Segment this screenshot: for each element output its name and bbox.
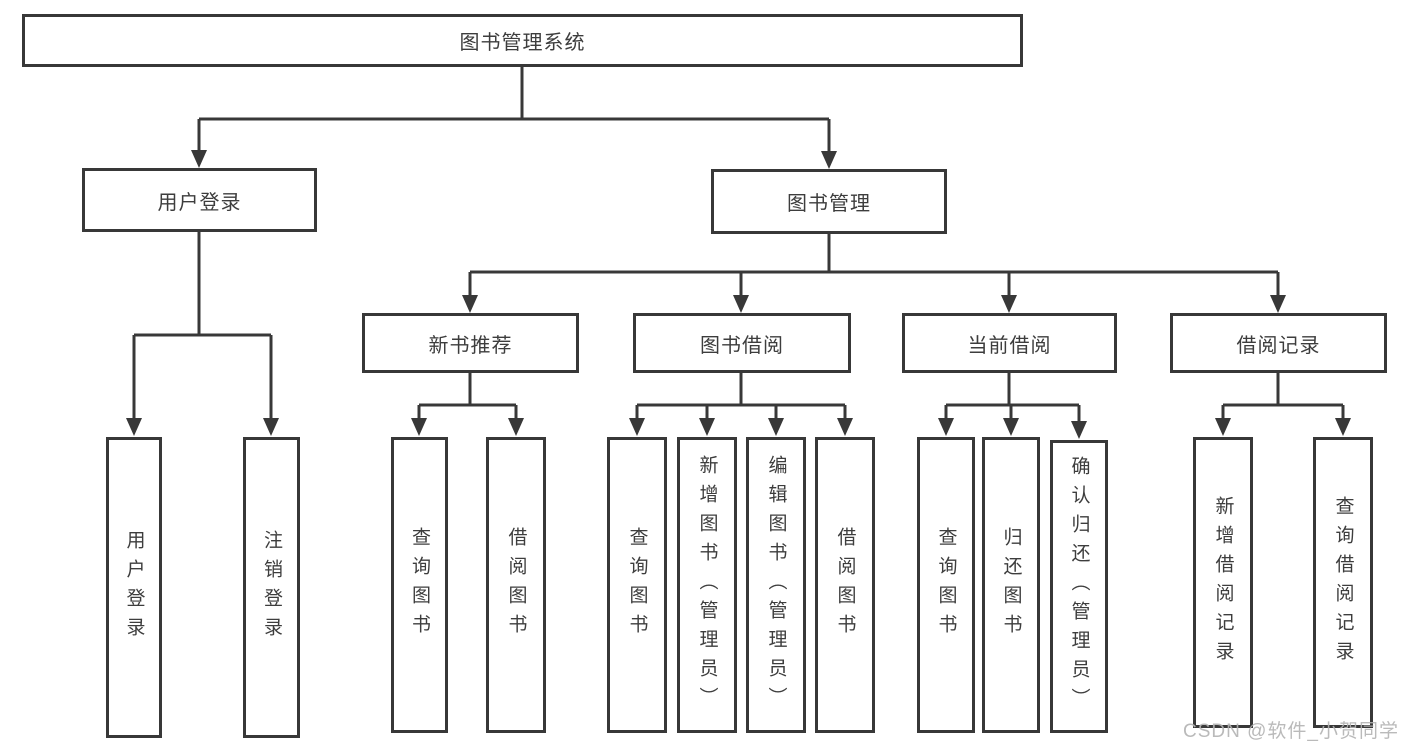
node-label: 编辑图书（管理员）	[765, 454, 787, 716]
node-label: 当前借阅	[967, 334, 1052, 357]
leaf-logout: 注销登录	[243, 437, 300, 738]
leaf-add-borrow-record: 新增借阅记录	[1193, 437, 1253, 728]
node-label: 用户登录	[123, 529, 145, 646]
leaf-query-borrow-record: 查询借阅记录	[1313, 437, 1373, 728]
node-label: 图书管理	[787, 193, 871, 215]
node-new-book-recommend: 新书推荐	[362, 313, 579, 373]
node-borrowing-records: 借阅记录	[1170, 313, 1387, 373]
leaf-user-login: 用户登录	[106, 437, 162, 738]
node-label: 查询借阅记录	[1332, 495, 1354, 670]
node-label: 图书借阅	[700, 334, 784, 357]
leaf-query-books-borrowing: 查询图书	[607, 437, 667, 733]
leaf-borrow-books-recommend: 借阅图书	[486, 437, 546, 733]
node-label: 新增图书（管理员）	[696, 454, 718, 716]
node-book-borrowing: 图书借阅	[633, 313, 851, 373]
node-root-library-system: 图书管理系统	[22, 14, 1023, 67]
node-label: 借阅记录	[1236, 334, 1321, 357]
node-label: 用户登录	[157, 191, 242, 214]
node-current-borrowing: 当前借阅	[902, 313, 1117, 373]
leaf-query-books-recommend: 查询图书	[391, 437, 448, 733]
csdn-watermark: CSDN @软件_小贺同学	[1183, 721, 1399, 742]
node-label: 归还图书	[1000, 527, 1022, 643]
leaf-edit-books-admin: 编辑图书（管理员）	[746, 437, 806, 733]
leaf-borrow-books: 借阅图书	[815, 437, 875, 733]
node-label: 注销登录	[261, 529, 282, 646]
node-label: 新书推荐	[428, 334, 513, 357]
leaf-query-books-current: 查询图书	[917, 437, 975, 733]
node-label: 图书管理系统	[459, 32, 586, 54]
node-label: 查询图书	[935, 527, 957, 643]
node-book-management: 图书管理	[711, 169, 947, 234]
node-label: 借阅图书	[505, 527, 527, 643]
node-label: 新增借阅记录	[1212, 495, 1234, 670]
leaf-confirm-return-admin: 确认归还（管理员）	[1050, 440, 1108, 733]
node-label: 确认归还（管理员）	[1068, 456, 1090, 717]
node-label: 查询图书	[626, 527, 648, 643]
leaf-return-books: 归还图书	[982, 437, 1040, 733]
node-user-login: 用户登录	[82, 168, 317, 232]
node-label: 查询图书	[409, 527, 430, 643]
leaf-add-books-admin: 新增图书（管理员）	[677, 437, 737, 733]
node-label: 借阅图书	[834, 527, 856, 643]
